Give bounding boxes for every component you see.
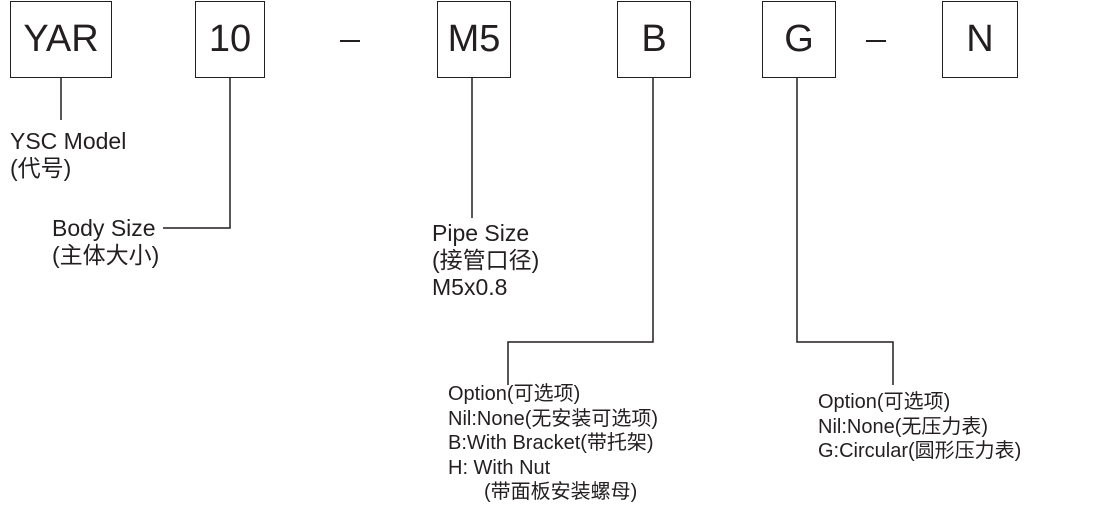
code-box-bracket-option: B [617, 1, 691, 78]
option-item: B:With Bracket(带托架) [448, 432, 654, 454]
option-item: Nil:None(无安装可选项) [448, 407, 659, 430]
label-text: (主体大小) [52, 242, 160, 268]
leader-gauge-option [796, 78, 894, 385]
separator-dash [340, 40, 360, 42]
leader-body-size [163, 78, 231, 229]
separator-dash [866, 40, 886, 42]
label-pipe-size: Pipe Size (接管口径) M5x0.8 [432, 220, 539, 301]
leader-bracket-option [507, 78, 654, 385]
code-box-gauge-option: G [762, 1, 836, 78]
label-text: (代号) [10, 155, 72, 181]
label-text: Body Size [52, 215, 156, 241]
label-text: M5x0.8 [432, 274, 508, 300]
code-box-pipe-size: M5 [437, 1, 511, 78]
code-box-series: YAR [10, 1, 112, 78]
label-body-size: Body Size (主体大小) [52, 215, 159, 269]
label-text: Pipe Size [432, 220, 530, 246]
option-title: Option(可选项) [448, 383, 581, 405]
code-box-body-size: 10 [195, 1, 265, 78]
option-item: Nil:None(无压力表) [818, 415, 989, 438]
option-item: (带面板安装螺母) [484, 481, 638, 503]
label-text: YSC Model [10, 128, 127, 154]
option-item: H: With Nut [448, 456, 551, 479]
label-text: (接管口径) [432, 247, 540, 273]
option-title: Option(可选项) [818, 391, 951, 413]
code-box-suffix: N [942, 1, 1018, 78]
label-gauge-option: Option(可选项) Nil:None(无压力表) G:Circular(圆形… [818, 390, 1021, 464]
label-series: YSC Model (代号) [10, 128, 126, 182]
label-bracket-option: Option(可选项) Nil:None(无安装可选项) B:With Brac… [448, 382, 658, 505]
option-item: G:Circular(圆形压力表) [818, 440, 1022, 462]
